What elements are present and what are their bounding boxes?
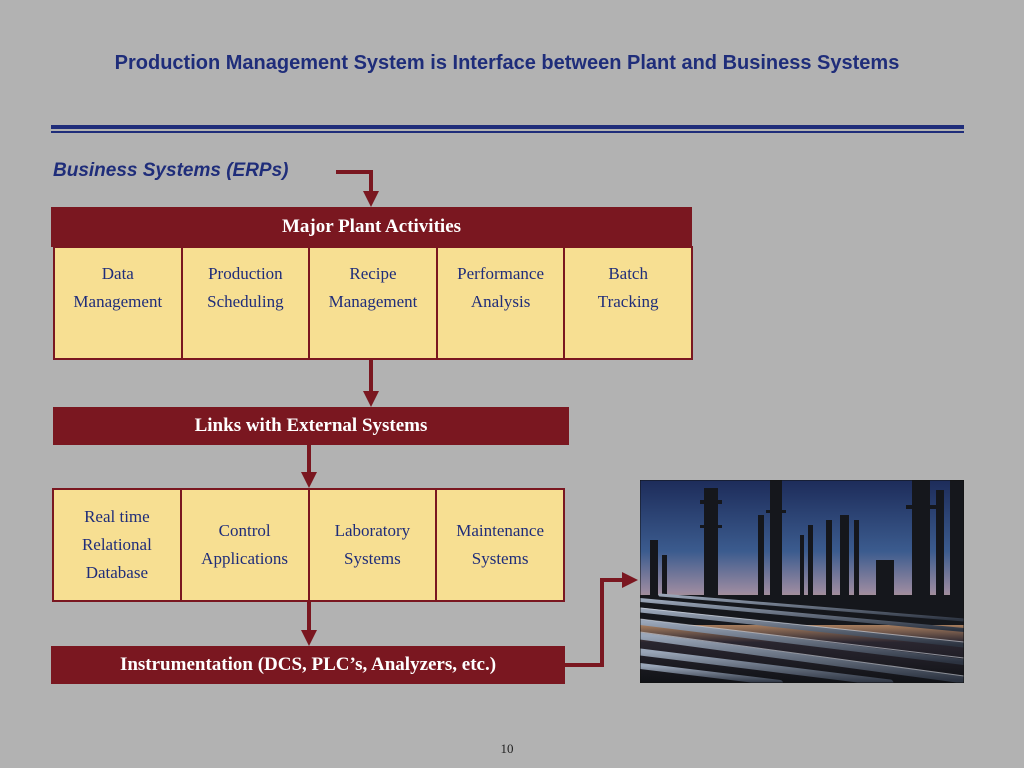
system-realtime-database: Real time Relational Database [54, 490, 182, 600]
business-systems-label: Business Systems (ERPs) [53, 160, 289, 181]
activity-production-scheduling: Production Scheduling [183, 248, 311, 358]
activity-recipe-management: Recipe Management [310, 248, 438, 358]
system-control-applications: Control Applications [182, 490, 310, 600]
refinery-photo [640, 480, 964, 683]
instrumentation-banner: Instrumentation (DCS, PLC’s, Analyzers, … [51, 646, 565, 684]
activity-performance-analysis: Performance Analysis [438, 248, 566, 358]
title-divider-thick [51, 125, 964, 129]
external-systems-row: Real time Relational Database Control Ap… [52, 488, 565, 602]
system-maintenance: Maintenance Systems [456, 521, 545, 568]
title-divider-thin [51, 131, 964, 133]
arrow-instrumentation-to-plant [565, 572, 638, 667]
activity-data-management: Data Management [55, 248, 183, 358]
activity-batch-tracking: Batch Tracking [597, 264, 659, 311]
major-activities-row: Data Management Production Scheduling Re… [53, 246, 693, 360]
page-number: 10 [500, 741, 514, 756]
slide-title: Production Management System is Interfac… [114, 52, 900, 74]
arrow-erp-to-activities [336, 170, 379, 207]
major-plant-activities-header: Major Plant Activities [51, 207, 692, 247]
system-laboratory: Laboratory Systems [310, 490, 438, 600]
links-external-systems-header: Links with External Systems [53, 407, 569, 445]
